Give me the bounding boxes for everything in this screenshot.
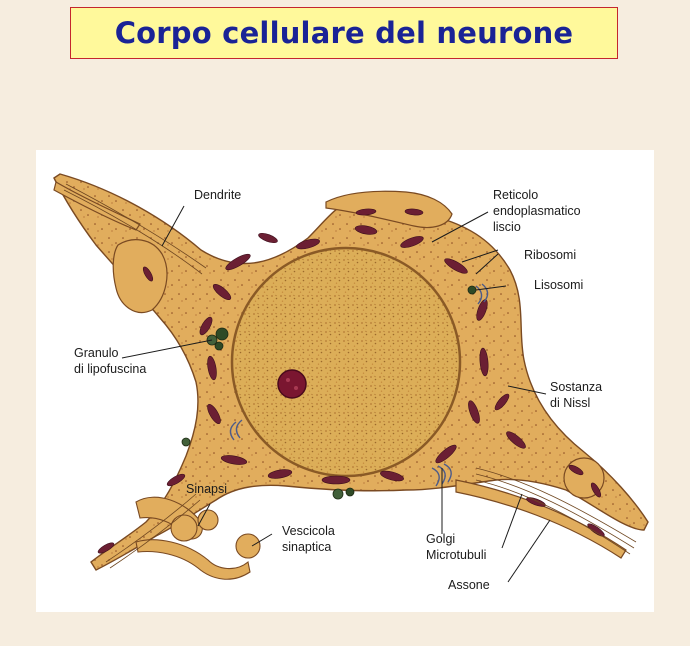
label-granulo-line1: Granulo <box>74 346 119 360</box>
synaptic-bouton <box>170 514 198 542</box>
label-sinapsi: Sinapsi <box>186 482 227 496</box>
top-bulb <box>325 190 453 229</box>
label-reticolo-line2: endoplasmatico <box>493 204 581 218</box>
label-microtubuli: Microtubuli <box>426 548 487 562</box>
label-assone: Assone <box>448 578 490 592</box>
synaptic-bouton <box>235 533 261 559</box>
title-box: Corpo cellulare del neurone <box>70 7 618 59</box>
nucleus <box>230 246 462 478</box>
left-bulb <box>112 239 168 314</box>
golgi-apparatus <box>229 283 489 487</box>
label-ribosomi: Ribosomi <box>524 248 577 262</box>
nissl-bodies <box>97 208 605 554</box>
neuron-diagram <box>53 173 649 583</box>
label-golgi: Golgi <box>426 532 456 546</box>
label-reticolo-line3: liscio <box>493 220 521 234</box>
label-vescicola-line1: Vescicola <box>282 524 335 538</box>
leader-lines <box>121 205 551 583</box>
synapse-process <box>135 539 251 580</box>
axon-strand <box>455 479 627 559</box>
label-sostanza-line1: Sostanza <box>550 380 603 394</box>
label-vescicola-line2: sinaptica <box>282 540 332 554</box>
label-dendrite: Dendrite <box>194 188 242 202</box>
page-title: Corpo cellulare del neurone <box>114 16 574 50</box>
dendrite-branch <box>53 181 141 231</box>
label-granulo-line2: di lipofuscina <box>74 362 147 376</box>
label-reticolo-line1: Reticolo <box>493 188 539 202</box>
nucleolus <box>277 369 307 399</box>
synaptic-bouton <box>197 509 219 531</box>
granules <box>181 285 477 500</box>
neuron-illustration: Dendrite Reticolo endoplasmatico liscio … <box>36 150 654 612</box>
label-sostanza-line2: di Nissl <box>550 396 591 410</box>
label-lisosomi: Lisosomi <box>534 278 584 292</box>
microtubules <box>63 183 637 569</box>
